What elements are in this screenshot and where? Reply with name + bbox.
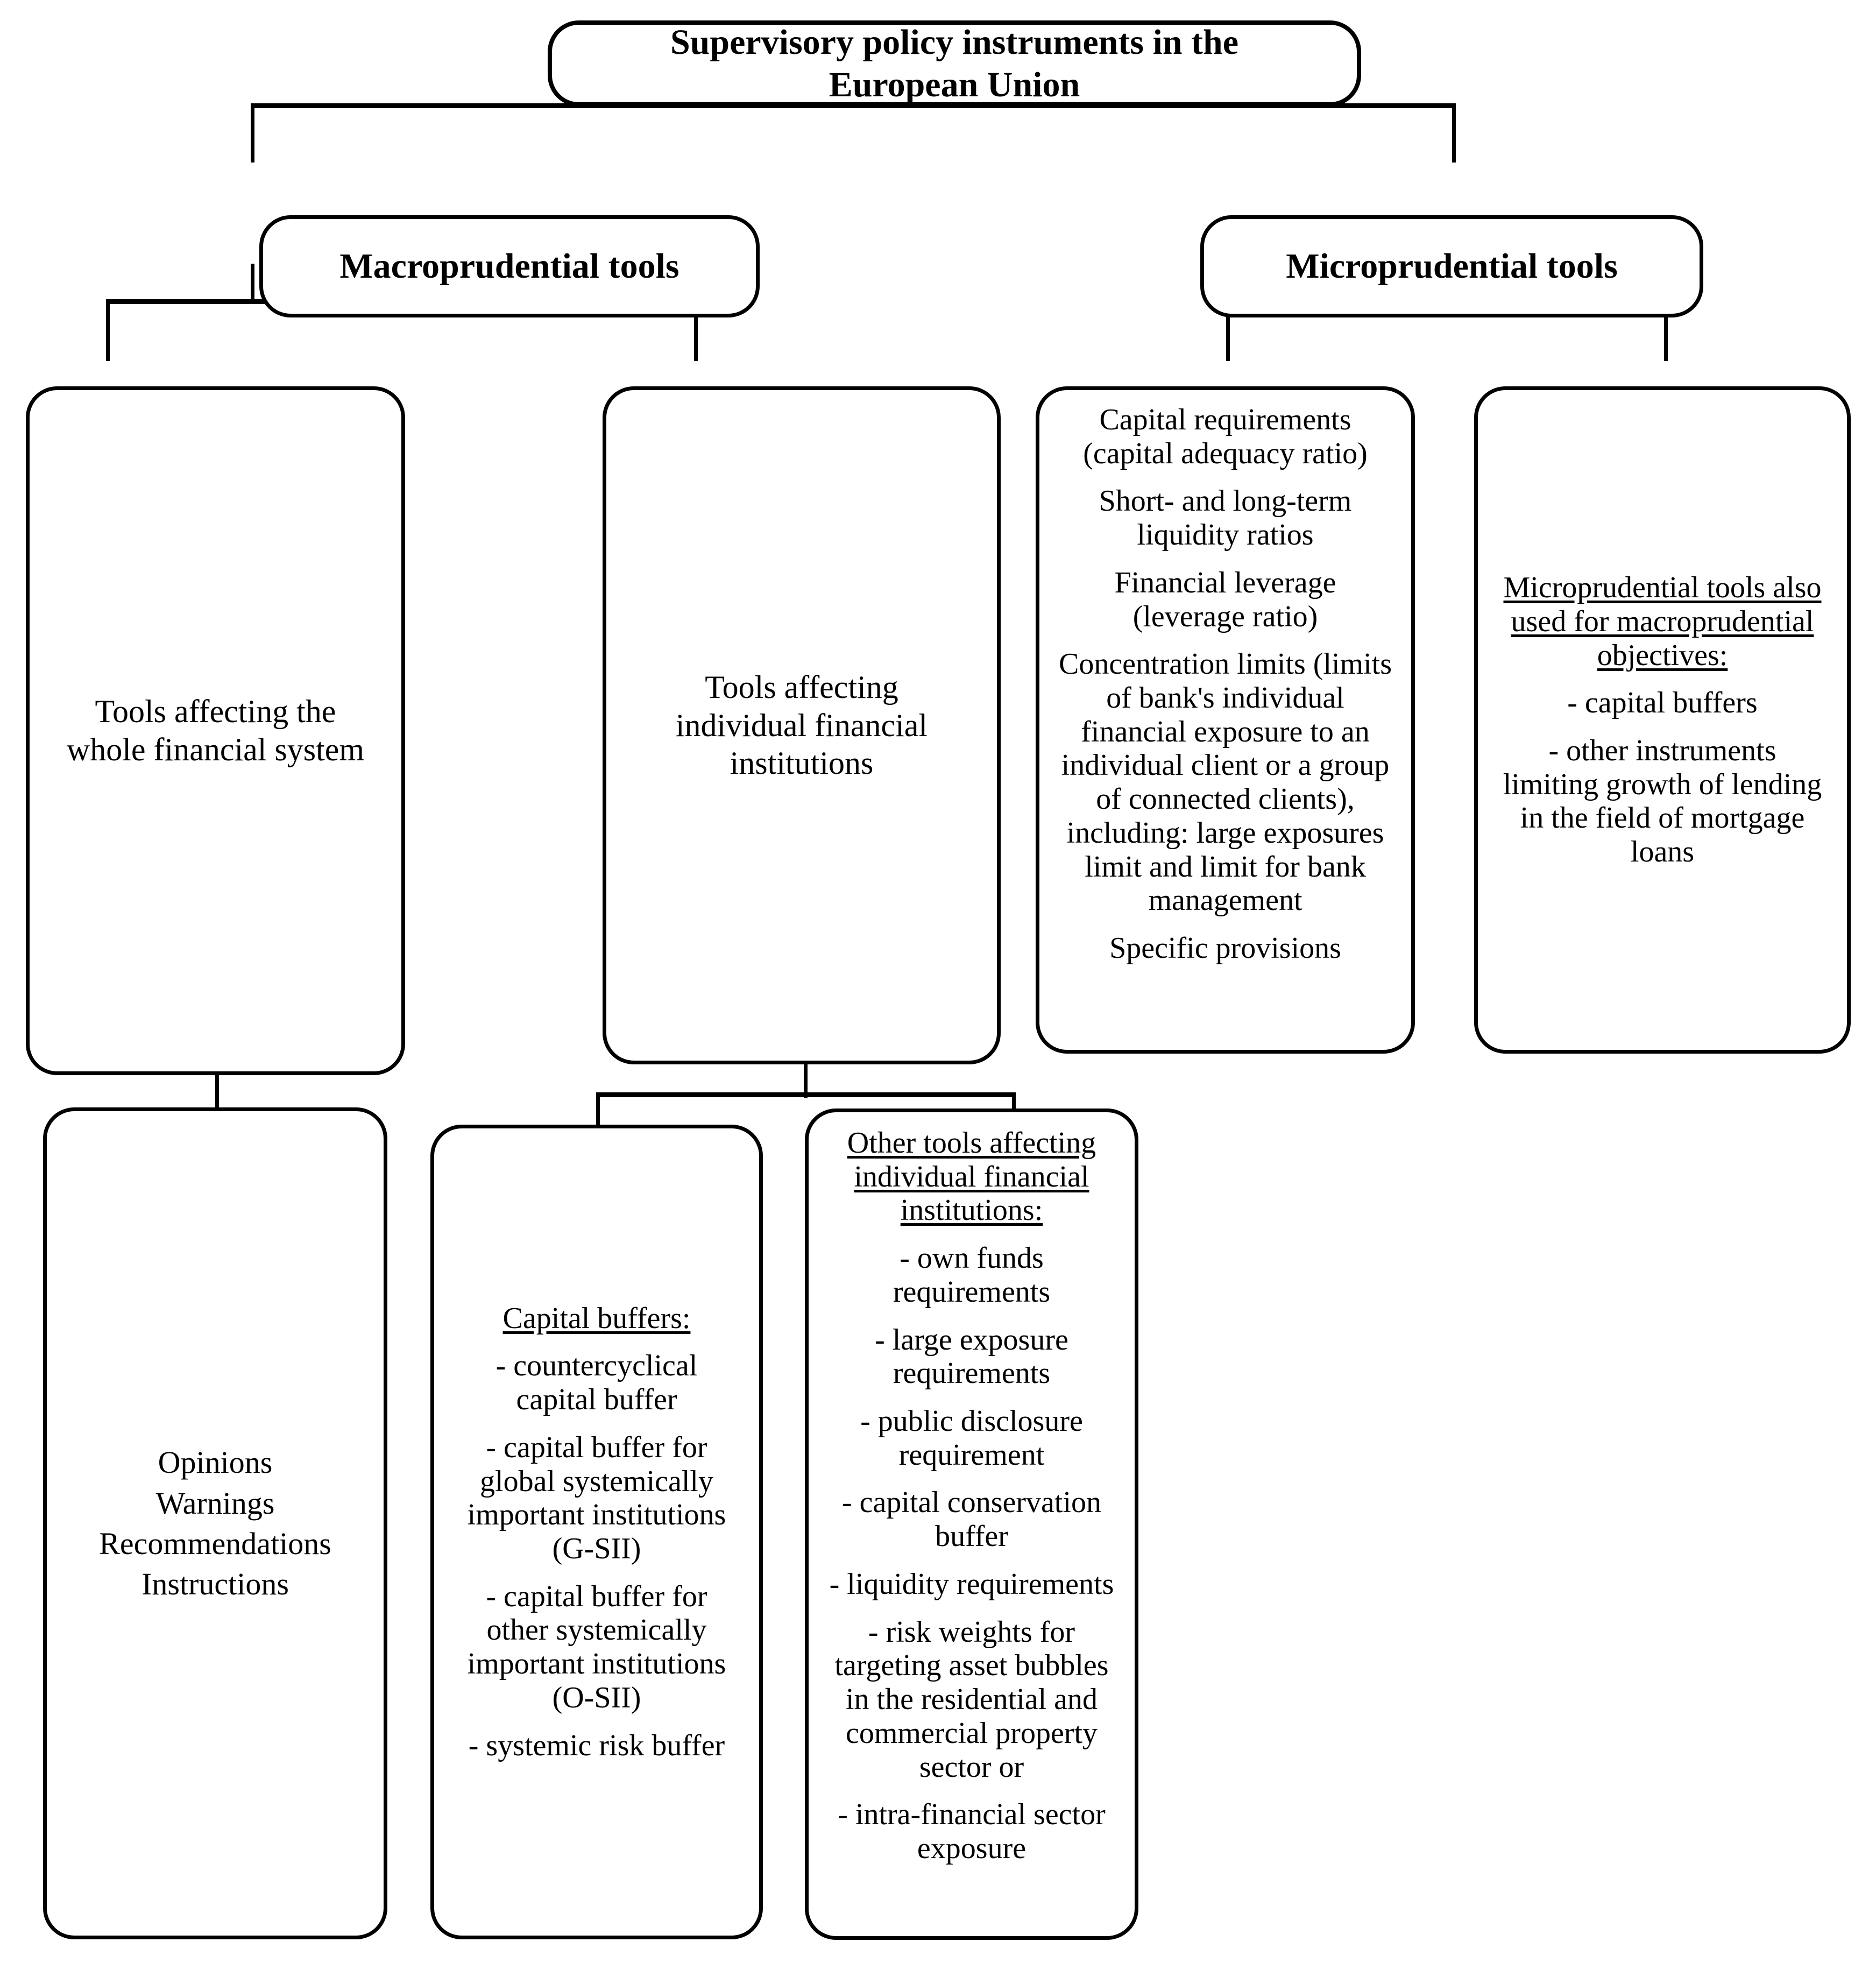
branch-node-macroprudential-label: Macroprudential tools	[339, 246, 679, 286]
list-item: - systemic risk buffer	[468, 1728, 725, 1762]
list-item: Specific provisions	[1109, 931, 1341, 965]
connector-macro-stem	[251, 264, 254, 302]
branch-node-macroprudential-tools[interactable]: Macroprudential tools	[259, 215, 760, 317]
node-opinions-warnings-recommendations-instructions[interactable]: Opinions Warnings Recommendations Instru…	[43, 1107, 387, 1939]
node-tools-individual-financial-institutions-label: Tools affecting individual financial ins…	[675, 669, 928, 781]
list-item: Capital requirements (capital adequacy r…	[1083, 403, 1368, 470]
node-microprudential-tools-for-macroprudential-objectives[interactable]: Microprudential tools also used for macr…	[1474, 386, 1851, 1054]
connector-to-whole-system	[106, 299, 110, 361]
node-heading: Microprudential tools also used for macr…	[1503, 571, 1822, 672]
list-item: Recommendations	[99, 1526, 331, 1561]
list-item: - own funds requirements	[893, 1241, 1051, 1309]
list-item: - capital buffer for other systemically …	[467, 1579, 726, 1714]
list-item: - countercyclical capital buffer	[495, 1349, 698, 1417]
list-item: - other instruments limiting growth of l…	[1503, 734, 1822, 869]
list-item: - capital conservation buffer	[841, 1486, 1101, 1554]
list-item: Opinions	[158, 1445, 273, 1480]
node-capital-requirements[interactable]: Capital requirements (capital adequacy r…	[1036, 386, 1415, 1054]
list-item: - large exposure requirements	[875, 1323, 1068, 1390]
node-other-tools-individual-financial-institutions[interactable]: Other tools affecting individual financi…	[805, 1109, 1138, 1940]
connector-to-micro	[1452, 103, 1456, 163]
list-item: Warnings	[155, 1485, 275, 1521]
connector-to-micro-for-macro	[1664, 299, 1668, 361]
list-item: Concentration limits (limits of bank's i…	[1058, 647, 1392, 917]
list-item: - public disclosure requirement	[860, 1404, 1083, 1472]
branch-node-microprudential-tools[interactable]: Microprudential tools	[1200, 215, 1703, 317]
connector-to-macro	[251, 103, 254, 163]
connector-to-capital-requirements	[1226, 299, 1230, 361]
node-tools-whole-financial-system-label: Tools affecting the whole financial syst…	[66, 694, 365, 767]
list-item: - capital buffers	[1567, 686, 1758, 720]
list-item: - risk weights for targeting asset bubbl…	[834, 1615, 1109, 1784]
list-item: - capital buffer for global systemically…	[467, 1430, 726, 1565]
list-item: - intra-financial sector exposure	[838, 1798, 1106, 1865]
node-heading: Other tools affecting individual financi…	[847, 1126, 1096, 1227]
node-tools-individual-financial-institutions[interactable]: Tools affecting individual financial ins…	[603, 386, 1001, 1064]
list-item: Instructions	[141, 1566, 289, 1602]
list-item: Short- and long-term liquidity ratios	[1099, 484, 1352, 552]
list-item: - liquidity requirements	[829, 1567, 1114, 1601]
connector-level4-bus	[596, 1092, 1016, 1097]
connector-to-individual-institutions	[694, 299, 698, 361]
connector-to-capital-buffers	[596, 1092, 600, 1126]
node-tools-whole-financial-system[interactable]: Tools affecting the whole financial syst…	[26, 386, 405, 1075]
list-item: Financial leverage (leverage ratio)	[1114, 566, 1336, 633]
connector-whole-system-to-opinions	[215, 1070, 219, 1109]
root-node-label: Supervisory policy instruments in the Eu…	[670, 22, 1239, 104]
connector-individual-stem	[804, 1059, 808, 1098]
branch-node-microprudential-label: Microprudential tools	[1286, 246, 1618, 286]
root-node-supervisory-policy-instruments[interactable]: Supervisory policy instruments in the Eu…	[548, 20, 1361, 107]
node-capital-buffers[interactable]: Capital buffers: - countercyclical capit…	[430, 1125, 763, 1939]
node-heading: Capital buffers:	[502, 1301, 691, 1335]
